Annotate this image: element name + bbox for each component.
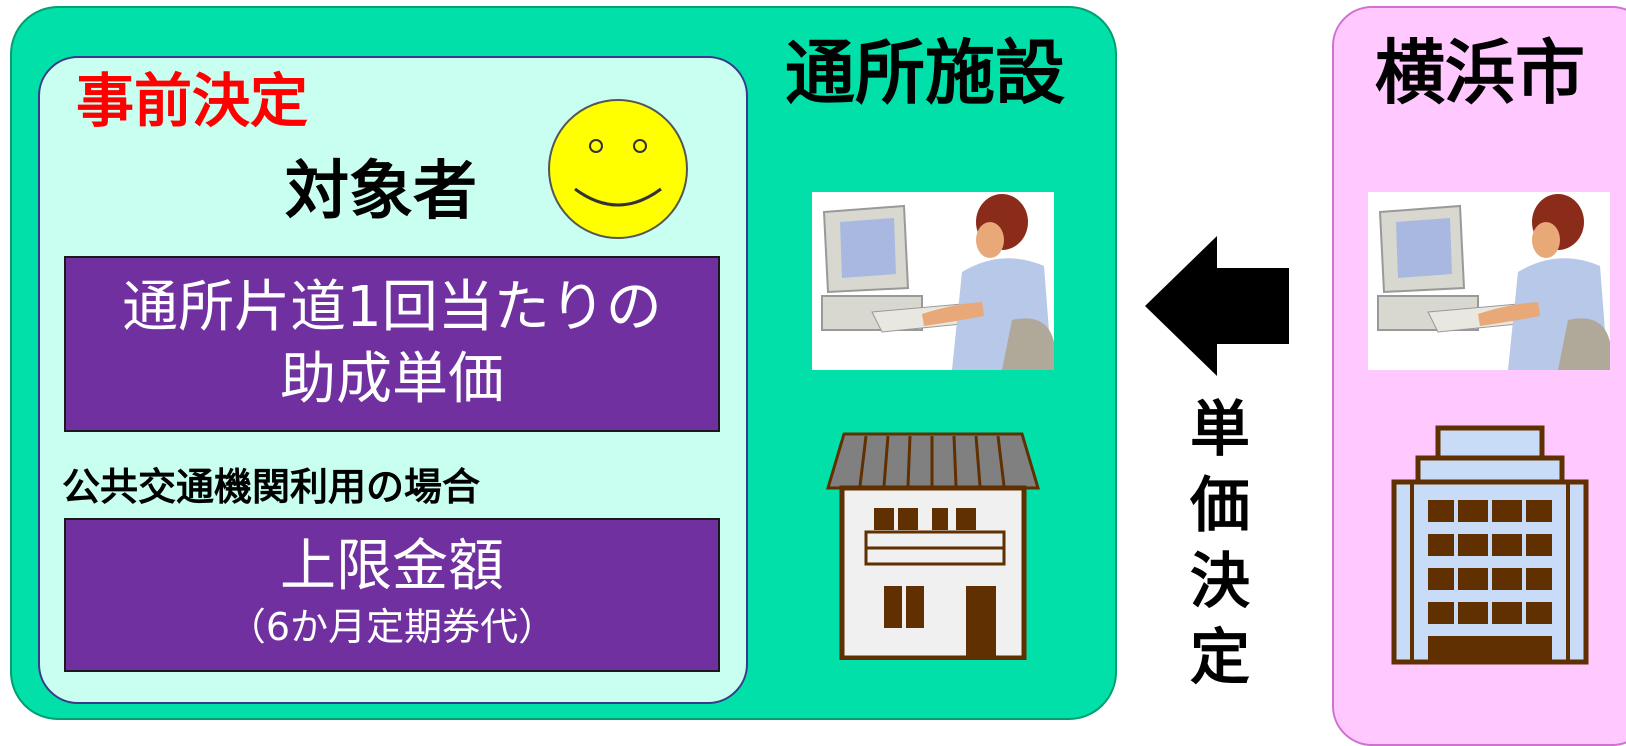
office-tower-icon [1391, 425, 1589, 665]
smiley-face-icon [548, 99, 688, 239]
computer-worker-icon [812, 192, 1054, 370]
vertical-char: 決 [1190, 547, 1250, 617]
small-building-icon [826, 432, 1040, 660]
unit-price-line2: 助成単価 [280, 347, 504, 412]
city-title: 横浜市 [1375, 32, 1585, 114]
vertical-char: 定 [1190, 623, 1250, 693]
vertical-char: 単 [1190, 395, 1250, 465]
unit-price-line1: 通所片道1回当たりの [122, 275, 662, 340]
unit-price-decision-label: 単 価 決 定 [1180, 392, 1260, 696]
public-transport-note: 公共交通機関利用の場合 [62, 465, 481, 509]
prior-decision-label: 事前決定 [76, 67, 309, 135]
upper-limit-label: 上限金額 [280, 534, 504, 599]
subject-label: 対象者 [285, 155, 477, 229]
upper-limit-box: 上限金額 （6か月定期券代） [64, 518, 720, 672]
left-arrow-icon [1145, 236, 1289, 376]
computer-worker-icon [1368, 192, 1610, 370]
vertical-char: 価 [1190, 471, 1250, 541]
upper-limit-note: （6か月定期券代） [227, 605, 557, 649]
unit-price-box: 通所片道1回当たりの 助成単価 [64, 256, 720, 432]
facility-title: 通所施設 [785, 32, 1065, 114]
